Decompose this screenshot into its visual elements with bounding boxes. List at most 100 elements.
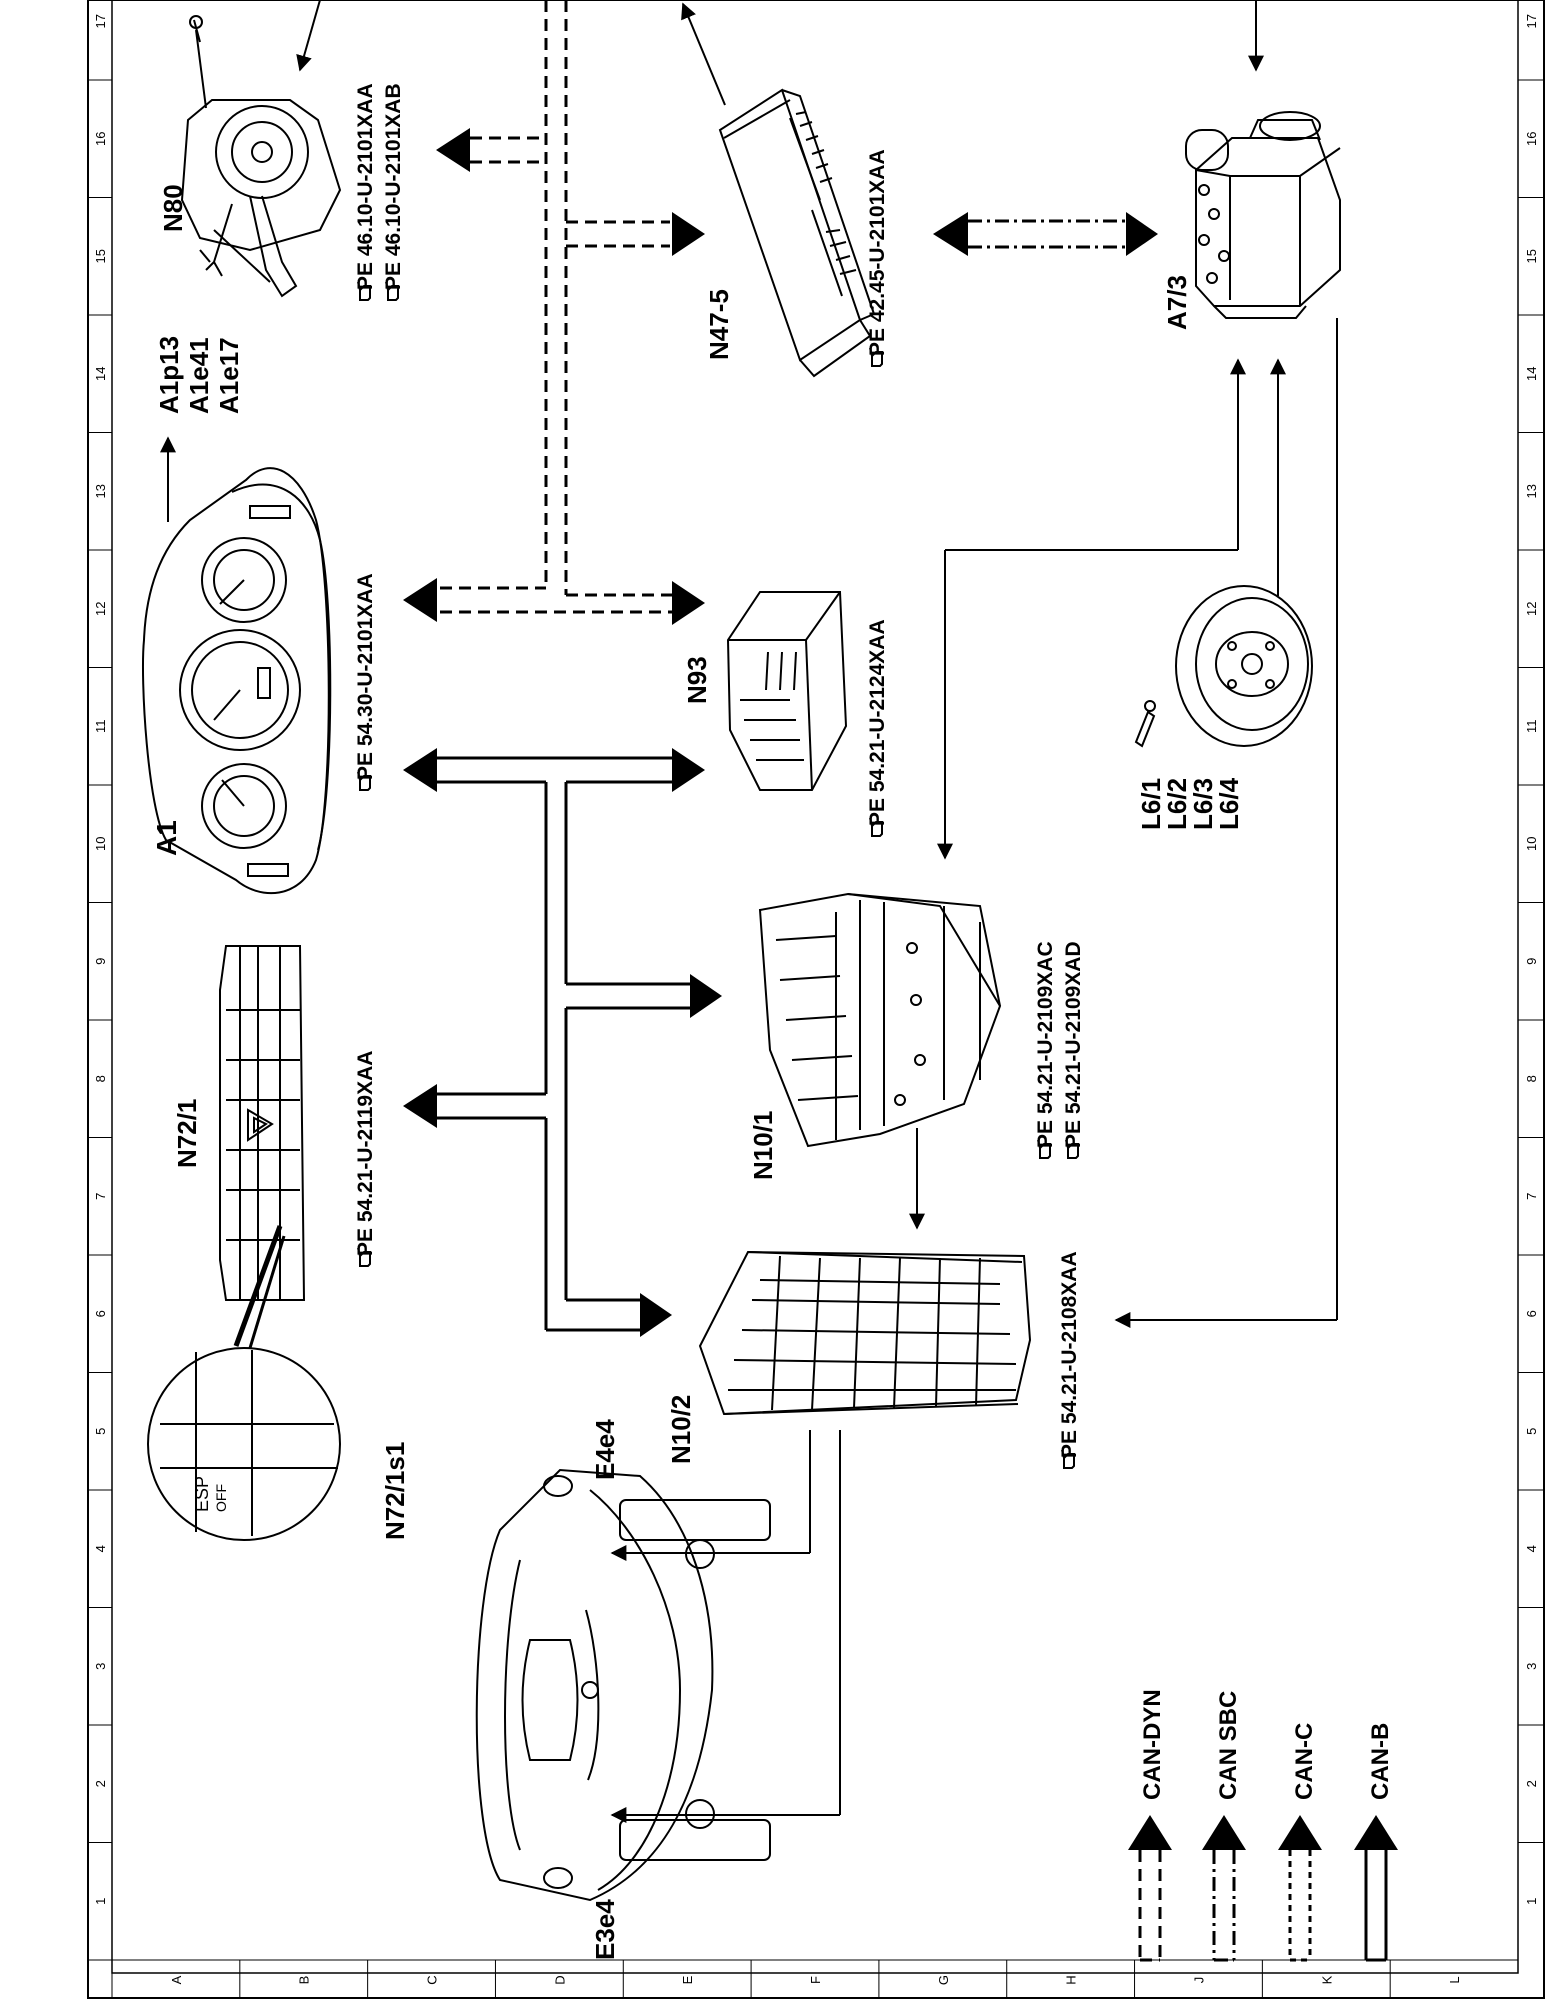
ruler-number: 10: [1524, 837, 1539, 851]
ruler-number: 15: [1524, 249, 1539, 263]
n72-1s1-detail-drawing: [147, 1225, 341, 1541]
esp-off-button-text-2: OFF: [213, 1484, 229, 1512]
n72-1-label: N72/1: [172, 1099, 202, 1168]
n10-1-ref-1: PE 54.21-U-2109XAC: [1034, 941, 1057, 1148]
legend-arrowheads: [1128, 1815, 1398, 1850]
pointing-hand-icon: [357, 1247, 371, 1267]
ruler-letter: F: [808, 1976, 823, 1984]
l6-3-label: L6/3: [1188, 778, 1218, 830]
can-dyn-bus: [440, 0, 680, 614]
n10-2-label: N10/2: [666, 1395, 696, 1464]
ruler-number: 10: [93, 837, 108, 851]
ruler-number: 8: [1524, 1075, 1539, 1082]
a1e41-label: A1e41: [184, 337, 214, 414]
n10-2-ref: PE 54.21-U-2108XAA: [1058, 1251, 1081, 1458]
ruler-number: 6: [93, 1310, 108, 1317]
n10-1-ref-2: PE 54.21-U-2109XAD: [1062, 941, 1085, 1148]
ruler-letter: A: [169, 1975, 184, 1984]
ruler-number: 3: [93, 1663, 108, 1670]
a7-3-label: A7/3: [1162, 275, 1192, 330]
ruler-number: 7: [1524, 1193, 1539, 1200]
pointing-hand-icons: [357, 281, 1079, 1469]
ruler-letter: H: [1064, 1975, 1079, 1984]
pointing-hand-icon: [869, 347, 883, 367]
ruler-number: 7: [93, 1193, 108, 1200]
legend-can-sbc-sample: [1212, 1850, 1236, 1962]
ruler-number: 2: [1524, 1780, 1539, 1787]
n80-ref-1: PE 46.10-U-2101XAA: [354, 83, 377, 290]
pointing-hand-icon: [385, 281, 399, 301]
pointing-hand-icon: [1065, 1139, 1079, 1159]
ruler-number: 4: [1524, 1545, 1539, 1552]
n10-2-module-drawing: [698, 1250, 1032, 1416]
ruler-number: 13: [1524, 484, 1539, 498]
ruler-number: 17: [93, 14, 108, 28]
n80-label: N80: [158, 184, 188, 232]
ruler-number: 1: [1524, 1898, 1539, 1905]
e4e4-label: E4e4: [590, 1419, 620, 1480]
ruler-number: 12: [93, 602, 108, 616]
n80-ref-2: PE 46.10-U-2101XAB: [382, 83, 405, 290]
vehicle-front-drawing: [475, 1468, 771, 1902]
a1-label: A1: [151, 820, 182, 856]
l6-1-label: L6/1: [1136, 778, 1166, 830]
a1-instrument-cluster-drawing: [142, 467, 332, 894]
n10-1-module-drawing: [758, 892, 1002, 1148]
ruler-number: 14: [1524, 367, 1539, 381]
n47-5-label: N47-5: [704, 289, 734, 360]
pointing-hand-icon: [1037, 1139, 1051, 1159]
ruler-number: 16: [1524, 132, 1539, 146]
n47-5-ref: PE 42.45-U-2101XAA: [866, 149, 889, 356]
legend-label-can-b: CAN-B: [1367, 1723, 1394, 1800]
e3e4-label: E3e4: [590, 1899, 620, 1960]
legend-label-can-c: CAN-C: [1291, 1723, 1318, 1800]
ruler-number: 5: [1524, 1428, 1539, 1435]
pointing-hand-icon: [357, 281, 371, 301]
ruler-number: 16: [93, 132, 108, 146]
ruler-letter: G: [936, 1975, 951, 1985]
ruler-letter: D: [552, 1975, 567, 1984]
ruler-number: 12: [1524, 602, 1539, 616]
n72-1s1-label: N72/1s1: [380, 1442, 410, 1540]
ruler-letter: J: [1191, 1977, 1206, 1984]
legend-can-c-sample: [1288, 1850, 1312, 1962]
ruler-number: 8: [93, 1075, 108, 1082]
a1-ref: PE 54.30-U-2101XAA: [354, 573, 377, 780]
n10-1-label: N10/1: [748, 1111, 778, 1180]
n93-ref: PE 54.21-U-2124XAA: [866, 619, 889, 826]
n80-steering-switch-drawing: [180, 15, 342, 298]
ruler-letter: C: [425, 1975, 440, 1984]
esp-off-button-text: ESP: [192, 1476, 212, 1512]
legend-line-samples: [1138, 1850, 1388, 1962]
l6-wheel-sensor-drawing: [1134, 585, 1313, 748]
ruler-number: 5: [93, 1428, 108, 1435]
n72-1-ref: PE 54.21-U-2119XAA: [354, 1051, 377, 1256]
ruler-number: 17: [1524, 14, 1539, 28]
legend-label-can-sbc: CAN SBC: [1215, 1691, 1242, 1800]
legend-label-can-dyn: CAN-DYN: [1139, 1689, 1166, 1800]
pointing-hand-icon: [357, 771, 371, 791]
can-b-arrows: [403, 748, 722, 1337]
ruler-number: 1: [93, 1898, 108, 1905]
ruler-number: 3: [1524, 1663, 1539, 1670]
ruler-number: 13: [93, 484, 108, 498]
can-b-bus: [436, 756, 690, 1332]
can-dyn-arrows: [403, 128, 705, 625]
ruler-letter: E: [680, 1975, 695, 1984]
ruler-number: 15: [93, 249, 108, 263]
l6-2-label: L6/2: [1162, 778, 1192, 830]
l6-4-label: L6/4: [1214, 777, 1244, 830]
ruler-letter: L: [1447, 1976, 1462, 1983]
n72-1-switch-panel-drawing: [219, 945, 306, 1301]
pointing-hand-icon: [869, 817, 883, 837]
n93-label: N93: [682, 656, 712, 704]
a7-3-hydraulic-unit-drawing: [1185, 111, 1341, 319]
can-sbc-arrows: [933, 212, 1158, 256]
n93-module-drawing: [726, 591, 848, 791]
ruler-number: 6: [1524, 1310, 1539, 1317]
